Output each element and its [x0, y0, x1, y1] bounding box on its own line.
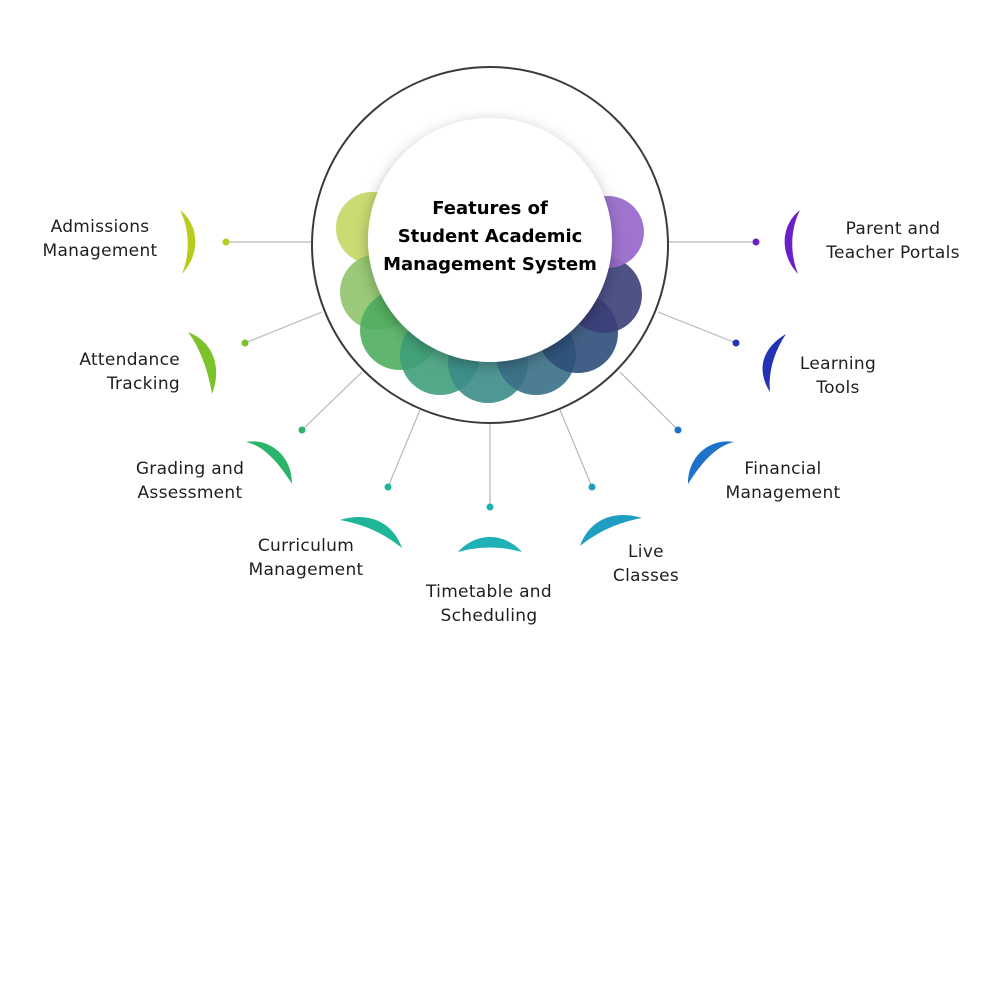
feature-label-learning-tools: Learning Tools: [790, 352, 886, 400]
feature-line-1: Learning: [799, 354, 877, 374]
title-line-1: Features of: [432, 198, 548, 219]
feature-line-2: Tracking: [106, 374, 180, 394]
feature-line-2: Tools: [816, 378, 860, 398]
marker-portals: [784, 210, 800, 274]
connector-attendance: [244, 311, 323, 344]
connector-dot-attendance: [241, 339, 249, 347]
feature-line-1: Timetable and: [426, 582, 552, 602]
connector-dot-grading: [298, 426, 306, 434]
feature-label-attendance: Attendance Tracking: [68, 348, 180, 396]
connector-curriculum: [387, 409, 421, 488]
connector-dot-learning-tools: [732, 339, 740, 347]
title-line-3: Management System: [383, 254, 597, 275]
feature-label-admissions: Admissions Management: [30, 215, 170, 263]
feature-markers: [180, 210, 800, 552]
feature-line-1: Parent and: [845, 219, 941, 239]
outer-ring: [311, 66, 669, 424]
feature-label-grading: Grading and Assessment: [124, 457, 256, 505]
connector-lines: [222, 238, 760, 511]
feature-label-timetable: Timetable and Scheduling: [410, 580, 568, 628]
feature-line-1: Financial: [744, 459, 822, 479]
feature-line-2: Teacher Portals: [826, 243, 960, 263]
marker-live-classes: [580, 515, 642, 546]
feature-label-portals: Parent and Teacher Portals: [812, 217, 974, 265]
feature-line-1: Admissions: [50, 217, 150, 237]
feature-line-2: Scheduling: [440, 606, 538, 626]
feature-line-2: Management: [725, 483, 841, 503]
connector-live-classes: [559, 409, 593, 488]
feature-line-2: Management: [248, 560, 364, 580]
feature-line-2: Management: [42, 241, 158, 261]
connector-dot-timetable: [486, 503, 494, 511]
connector-dot-financial: [674, 426, 682, 434]
feature-line-1: Curriculum: [257, 536, 355, 556]
diagram-title: Features of Student Academic Management …: [375, 195, 605, 279]
marker-attendance: [188, 332, 217, 394]
marker-learning-tools: [762, 334, 786, 392]
feature-line-1: Grading and: [135, 459, 245, 479]
feature-label-financial: Financial Management: [712, 457, 854, 505]
marker-curriculum: [340, 517, 402, 548]
connector-dot-curriculum: [384, 483, 392, 491]
connector-dot-admissions: [222, 238, 230, 246]
feature-label-live-classes: Live Classes: [600, 540, 692, 588]
center-disc: [368, 118, 612, 362]
connector-grading: [301, 371, 363, 431]
title-line-2: Student Academic: [397, 226, 583, 247]
marker-financial: [688, 441, 734, 484]
connector-learning-tools: [657, 311, 737, 344]
feature-line-1: Attendance: [79, 350, 180, 370]
connector-dot-portals: [752, 238, 760, 246]
connector-dot-live-classes: [588, 483, 596, 491]
feature-label-curriculum: Curriculum Management: [236, 534, 376, 582]
marker-admissions: [180, 210, 196, 274]
marker-timetable: [458, 537, 522, 552]
connector-financial: [619, 371, 679, 431]
feature-line-1: Live: [628, 542, 664, 562]
feature-line-2: Assessment: [137, 483, 243, 503]
marker-grading: [246, 441, 292, 484]
feature-line-2: Classes: [612, 566, 680, 586]
